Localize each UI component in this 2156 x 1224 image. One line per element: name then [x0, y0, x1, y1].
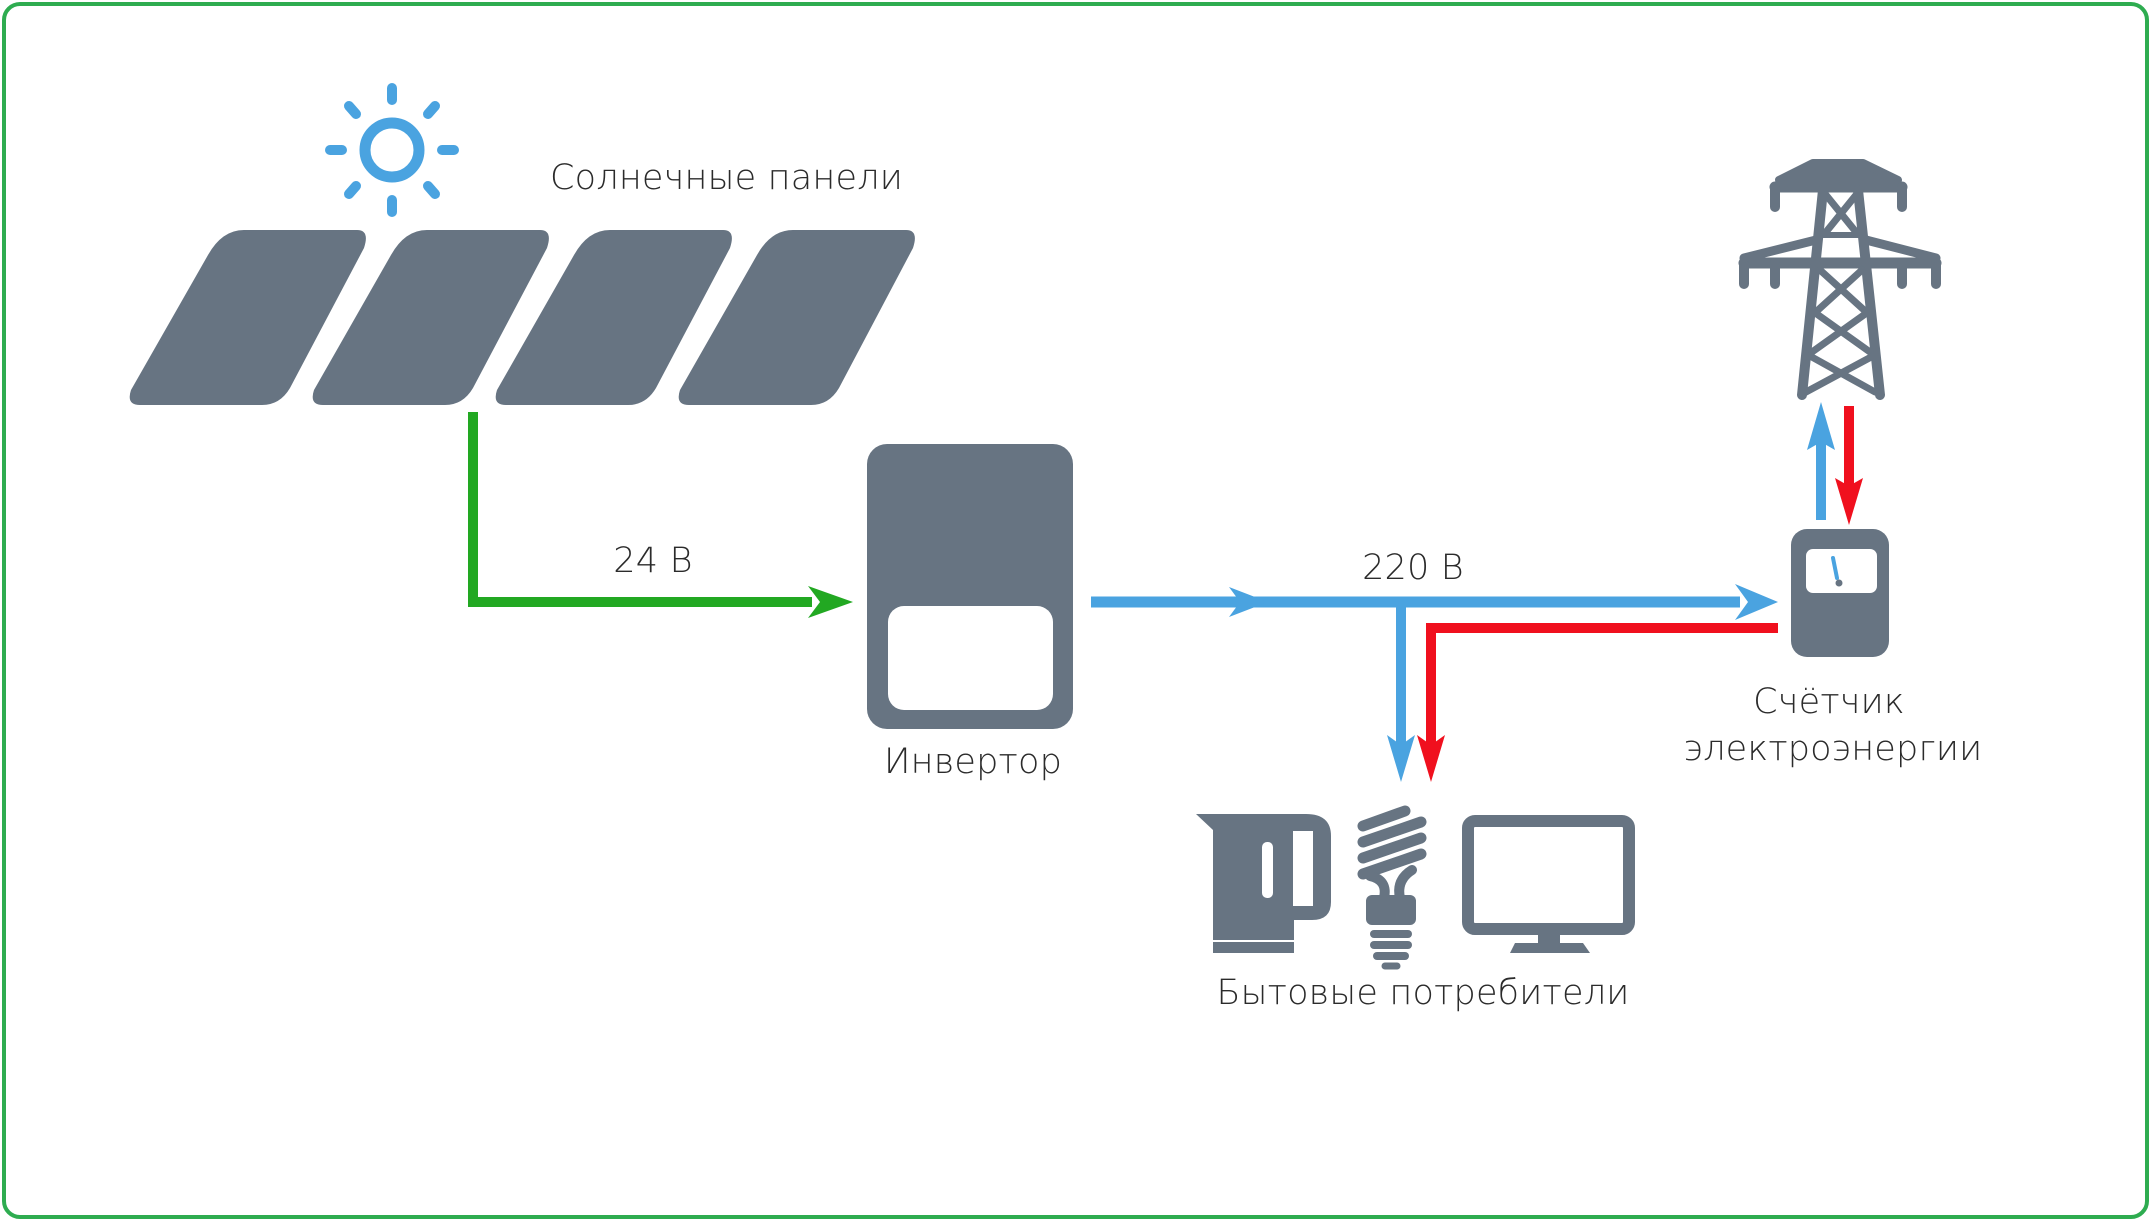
grid-to-meter-arrow — [1835, 406, 1863, 525]
monitor-icon — [1462, 815, 1635, 953]
inverter-icon — [867, 444, 1073, 729]
consumers-label: Бытовые потребители — [1216, 973, 1630, 1013]
ac-to-consumers-arrow — [1387, 602, 1415, 782]
electricity-meter-icon — [1791, 529, 1889, 657]
inverter-label: Инвертор — [883, 742, 1063, 782]
sun-icon — [325, 83, 459, 217]
solar-panels-label: Солнечные панели — [550, 158, 904, 198]
lamp-icon — [1357, 805, 1427, 970]
kettle-icon — [1196, 814, 1331, 953]
meter-label-line2: электроэнергии — [1683, 729, 1983, 769]
power-tower-icon — [1738, 159, 1942, 400]
solar-panel — [129, 230, 366, 405]
dc-line-arrow — [468, 412, 853, 618]
solar-panel — [678, 230, 915, 405]
solar-panels-icon — [129, 230, 915, 405]
grid-to-consumers-arrow — [1417, 623, 1778, 782]
solar-panel — [495, 230, 732, 405]
ac-voltage-label: 220 В — [1362, 548, 1464, 588]
solar-panel — [312, 230, 549, 405]
ac-line-arrow — [1091, 584, 1778, 620]
dc-voltage-label: 24 В — [613, 541, 693, 581]
meter-to-grid-arrow — [1807, 402, 1835, 520]
meter-label-line1: Счётчик — [1753, 682, 1905, 722]
